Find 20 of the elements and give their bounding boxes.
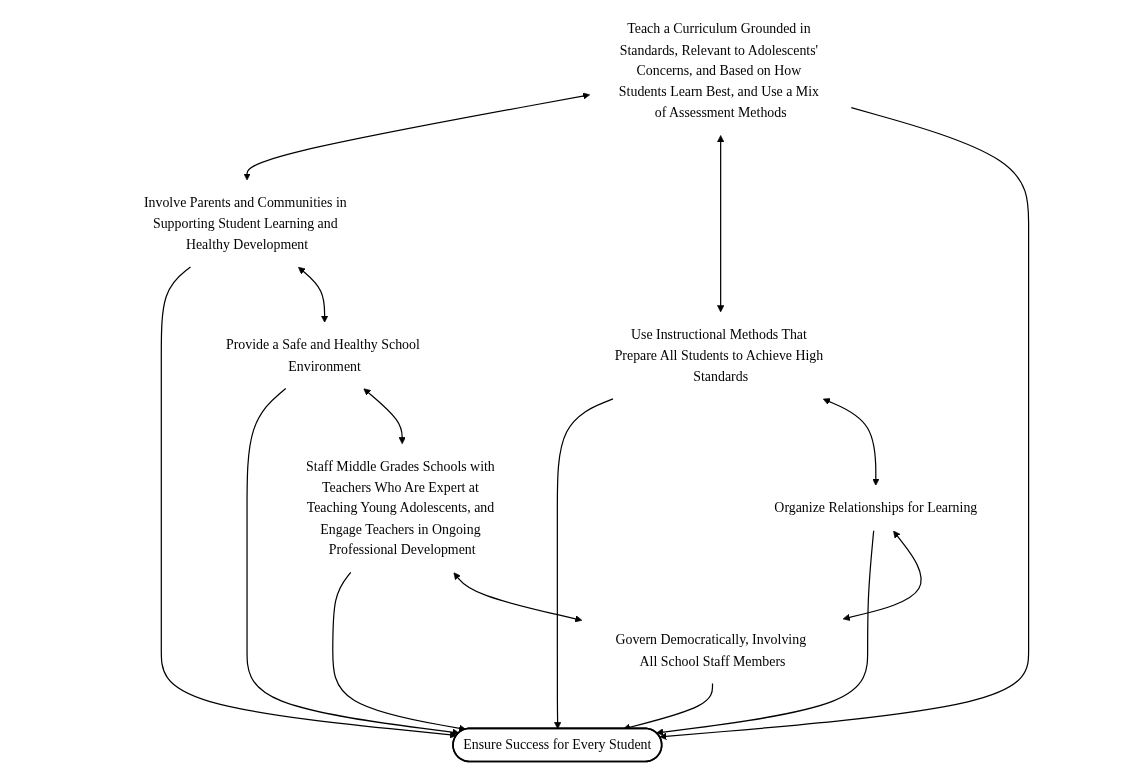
arrow [453, 572, 583, 623]
arrow [363, 388, 406, 445]
node-text: Use Instructional Methods That Prepare All Students to Achieve High Standards [614, 326, 824, 384]
arrow [659, 107, 1030, 740]
node-text: Involve Parents and Communities in Supporting Student Learning and Healthy Development [143, 194, 347, 252]
arrow [717, 135, 725, 313]
node-text: Organize Relationships for Learning [774, 500, 978, 516]
node-text: Staff Middle Grades Schools with Teachers Who Are Expert at Teaching Young Adolescents, and Engage Teachers in Ongoing Professional Development [306, 458, 495, 558]
arrow [554, 398, 614, 730]
arrow [246, 387, 460, 736]
node-text: Govern Democratically, Involving All School Staff Members [615, 632, 807, 669]
arrow [298, 266, 329, 323]
node-text: Teach a Curriculum Grounded in Standards, Relevant to Adolescents' Concerns, and Based on How Students Learn Best, and Use a Mix of Assessment Methods [618, 21, 819, 121]
arrow [332, 571, 467, 732]
arrow [160, 266, 458, 739]
node-text: Provide a Safe and Healthy School Environment [225, 337, 420, 374]
arrow [243, 92, 590, 181]
arrow [842, 530, 922, 621]
arrow [656, 530, 875, 736]
arrow [822, 398, 880, 486]
